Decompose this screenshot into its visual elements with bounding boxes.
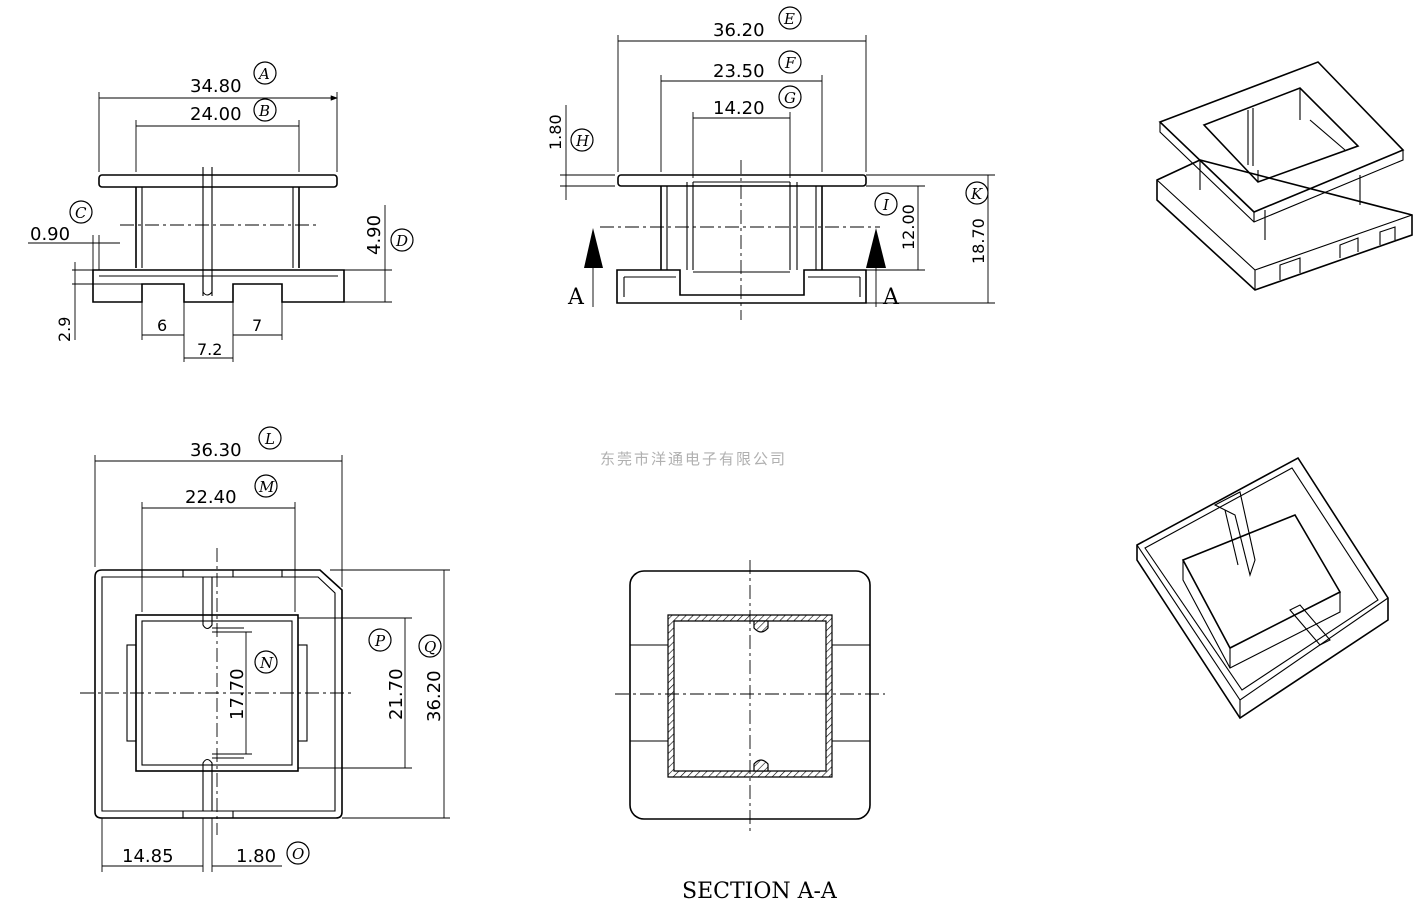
company-name: 东莞市洋通电子有限公司 bbox=[600, 450, 787, 468]
label-B: B bbox=[253, 98, 277, 122]
svg-text:I: I bbox=[882, 196, 890, 214]
dim-O: 1.80 bbox=[236, 846, 276, 867]
dim-D: 4.90 bbox=[364, 215, 385, 255]
dim-A: 34.80 bbox=[190, 76, 242, 97]
iso-view-bottom bbox=[1136, 456, 1389, 720]
svg-text:D: D bbox=[395, 232, 408, 250]
label-K: K bbox=[965, 181, 989, 205]
label-H: H bbox=[570, 128, 594, 152]
label-Q: Q bbox=[418, 634, 442, 658]
section-marker-right: A bbox=[882, 285, 900, 310]
circled-labels: A B C D E F G H I K L M N O P Q bbox=[69, 6, 989, 865]
svg-text:N: N bbox=[259, 654, 274, 672]
svg-text:L: L bbox=[264, 430, 275, 448]
label-N: N bbox=[254, 650, 278, 674]
dim-2-9: 2.9 bbox=[55, 317, 74, 342]
svg-text:A: A bbox=[257, 65, 270, 83]
svg-text:K: K bbox=[970, 185, 983, 203]
dim-L: 36.30 bbox=[190, 440, 242, 461]
svg-text:C: C bbox=[75, 204, 87, 222]
label-E: E bbox=[778, 6, 802, 30]
svg-text:O: O bbox=[292, 845, 304, 863]
svg-text:G: G bbox=[784, 89, 796, 107]
dim-C: 0.90 bbox=[30, 224, 70, 245]
front-view: 34.80 24.00 0.90 4.90 2.9 6 7 7.2 bbox=[28, 76, 392, 362]
dim-14-85: 14.85 bbox=[122, 846, 174, 867]
label-O: O bbox=[286, 841, 310, 865]
dim-E: 36.20 bbox=[713, 20, 765, 41]
label-F: F bbox=[778, 50, 802, 74]
top-view: 36.30 22.40 17.70 21.70 36.20 14.85 1.80 bbox=[80, 440, 450, 872]
svg-text:H: H bbox=[575, 132, 590, 150]
svg-text:Q: Q bbox=[424, 638, 436, 656]
iso-view-top bbox=[1156, 61, 1413, 291]
svg-text:F: F bbox=[784, 54, 796, 72]
label-C: C bbox=[69, 200, 93, 224]
dim-6: 6 bbox=[157, 316, 167, 335]
dim-H: 1.80 bbox=[546, 114, 565, 150]
side-view: A A 36.20 23.50 14.20 1.80 12.00 18.70 bbox=[546, 20, 995, 320]
dim-K: 18.70 bbox=[969, 218, 988, 264]
dim-7-2: 7.2 bbox=[197, 340, 222, 359]
dim-Q: 36.20 bbox=[424, 670, 445, 722]
dim-F: 23.50 bbox=[713, 61, 765, 82]
label-I: I bbox=[874, 192, 898, 216]
section-arrow-right bbox=[866, 228, 886, 268]
dim-N: 17.70 bbox=[227, 668, 248, 720]
section-arrow-left bbox=[584, 228, 603, 268]
label-G: G bbox=[778, 85, 802, 109]
label-A: A bbox=[253, 61, 277, 85]
section-title: SECTION A-A bbox=[682, 879, 838, 904]
label-M: M bbox=[254, 474, 278, 498]
dim-G: 14.20 bbox=[713, 98, 765, 119]
section-view: SECTION A-A bbox=[615, 560, 885, 904]
dim-P: 21.70 bbox=[386, 668, 407, 720]
svg-text:P: P bbox=[374, 632, 386, 650]
dim-M: 22.40 bbox=[185, 487, 237, 508]
dim-I: 12.00 bbox=[899, 204, 918, 250]
section-marker-left: A bbox=[567, 285, 585, 310]
label-L: L bbox=[258, 426, 282, 450]
dim-7: 7 bbox=[252, 316, 262, 335]
label-D: D bbox=[390, 228, 414, 252]
svg-text:E: E bbox=[783, 10, 795, 28]
label-P: P bbox=[368, 628, 392, 652]
svg-text:M: M bbox=[258, 478, 275, 496]
dim-B: 24.00 bbox=[190, 104, 242, 125]
svg-text:B: B bbox=[258, 102, 270, 120]
